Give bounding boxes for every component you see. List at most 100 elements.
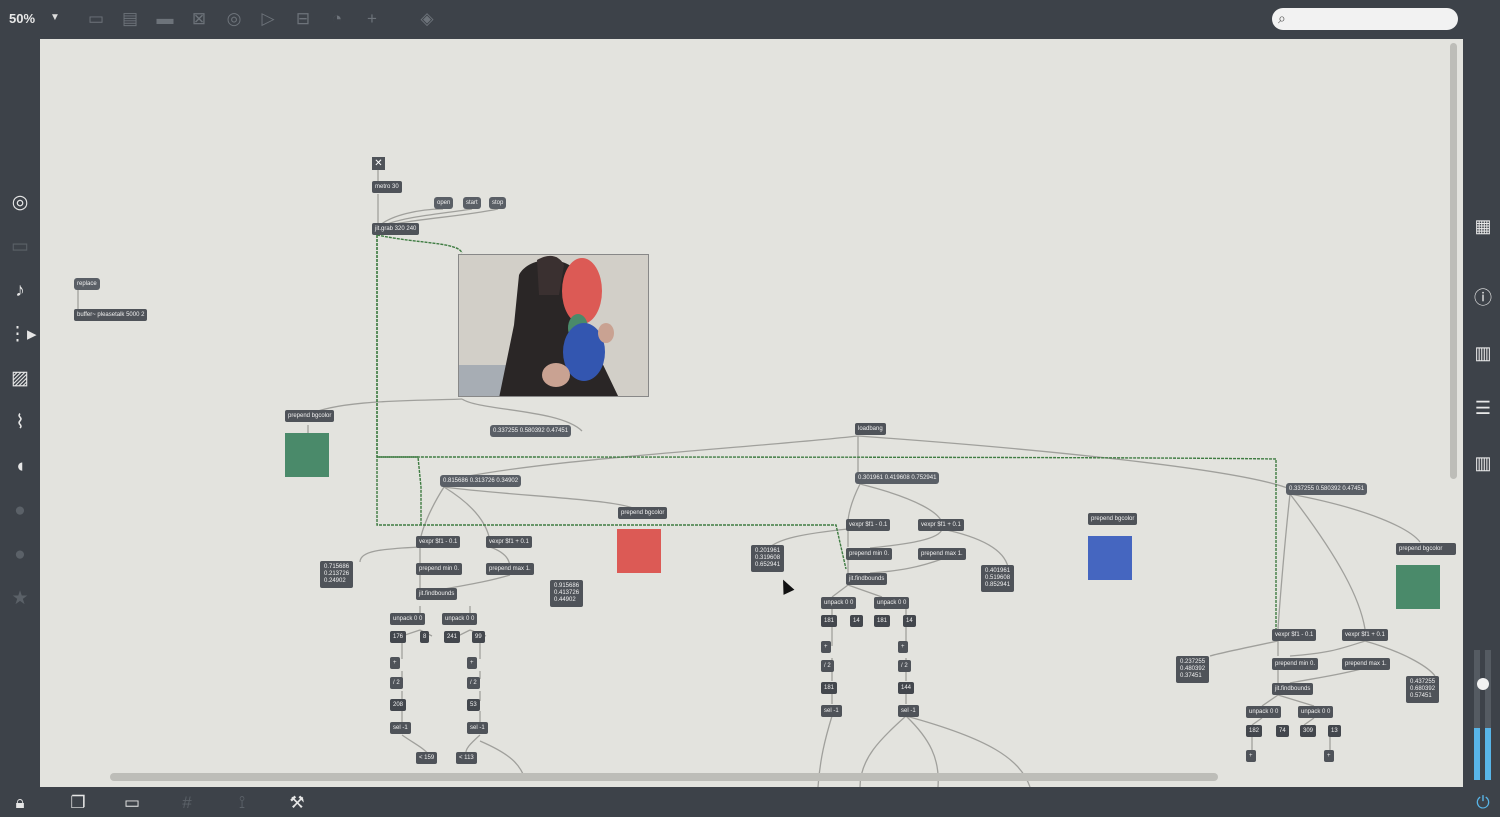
grid-icon[interactable]: #	[182, 793, 192, 812]
vexpr-minus-object[interactable]: vexpr $f1 - 0.1	[416, 536, 461, 548]
vexpr-plus-object[interactable]: vexpr $f1 + 0.1	[1342, 629, 1388, 641]
zoom-level[interactable]: 50%	[9, 11, 36, 26]
number-box[interactable]: 14	[850, 615, 863, 627]
prepend-min-object[interactable]: prepend min 0.	[416, 563, 463, 575]
sel-object[interactable]: sel -1	[390, 722, 411, 734]
list-icon[interactable]: ☰	[1474, 398, 1492, 418]
output-message[interactable]: 0.915686 0.413726 0.44902	[550, 580, 584, 607]
vexpr-plus-object[interactable]: vexpr $f1 + 0.1	[486, 536, 532, 548]
horizontal-scrollbar[interactable]	[110, 773, 1218, 781]
prepend-max-object[interactable]: prepend max 1.	[1342, 658, 1390, 670]
unpack-object[interactable]: unpack 0 0	[1246, 706, 1282, 718]
divide-object[interactable]: / 2	[898, 660, 911, 672]
prepend-bgcolor-object[interactable]: prepend bgcolor	[285, 410, 335, 422]
color-message[interactable]: 0.815686 0.313726 0.34902	[440, 475, 522, 487]
blue-panel[interactable]	[1088, 536, 1132, 580]
start-message[interactable]: start	[463, 197, 481, 209]
output-message[interactable]: 0.401961 0.519608 0.852941	[981, 565, 1015, 592]
number-box[interactable]: 53	[467, 699, 480, 711]
color-message[interactable]: 0.337255 0.580392 0.47451	[490, 425, 572, 437]
star-icon[interactable]: ★	[11, 588, 29, 609]
red-panel[interactable]	[617, 529, 661, 573]
target-icon[interactable]: ◎	[11, 192, 29, 213]
new-object-icon[interactable]: ▭	[87, 9, 105, 28]
audio-level-meter[interactable]	[1473, 650, 1493, 780]
play-icon[interactable]: ▷	[261, 9, 275, 28]
compare-object[interactable]: < 159	[416, 752, 438, 764]
unpack-object[interactable]: unpack 0 0	[442, 613, 478, 625]
vexpr-minus-object[interactable]: vexpr $f1 - 0.1	[1272, 629, 1317, 641]
prepend-max-object[interactable]: prepend max 1.	[918, 548, 966, 560]
image-icon[interactable]: ▨	[11, 368, 29, 389]
sel-object[interactable]: sel -1	[467, 722, 488, 734]
replace-message[interactable]: replace	[74, 278, 100, 290]
windows-icon[interactable]: ❐	[70, 793, 86, 812]
paint-bucket-icon[interactable]: ◈	[420, 9, 434, 28]
slider-icon[interactable]: ⊟	[295, 9, 311, 28]
add-icon[interactable]: +	[367, 9, 377, 28]
search-input[interactable]: ⌕	[1272, 8, 1458, 30]
toggle-icon[interactable]: ⊠	[191, 9, 207, 28]
toggle-box[interactable]: ✕	[372, 157, 385, 170]
add-connection-icon[interactable]: ⟟	[238, 793, 246, 812]
number-box[interactable]: 208	[390, 699, 407, 711]
dial-icon[interactable]: ◔	[331, 9, 343, 28]
unpack-object[interactable]: unpack 0 0	[390, 613, 426, 625]
sel-object[interactable]: sel -1	[821, 705, 842, 717]
findbounds-object[interactable]: jit.findbounds	[416, 588, 458, 600]
unpack-object[interactable]: unpack 0 0	[821, 597, 857, 609]
number-box[interactable]: 14	[903, 615, 916, 627]
divide-object[interactable]: / 2	[821, 660, 834, 672]
output-message[interactable]: 0.715686 0.213726 0.24902	[320, 561, 354, 588]
book-icon[interactable]: ▥	[1474, 343, 1492, 363]
plus-object[interactable]: +	[1324, 750, 1334, 762]
stop-message[interactable]: stop	[489, 197, 507, 209]
wrench-icon[interactable]: ⚒	[289, 793, 305, 812]
metro-object[interactable]: metro 30	[372, 181, 402, 193]
plus-object[interactable]: +	[390, 657, 400, 669]
unpack-object[interactable]: unpack 0 0	[1298, 706, 1334, 718]
number-box[interactable]: 176	[390, 631, 407, 643]
buffer-object[interactable]: buffer~ pleasetalk 5000 2	[74, 309, 148, 321]
loadbang-object[interactable]: loadbang	[855, 423, 886, 435]
presentation-icon[interactable]: ▭	[123, 793, 141, 812]
lock-icon[interactable]: 🔒︎	[15, 793, 25, 812]
prepend-bgcolor-object[interactable]: prepend bgcolor	[618, 507, 668, 519]
compare-object[interactable]: < 113	[456, 752, 477, 764]
number-box[interactable]: 181	[821, 615, 838, 627]
volume-knob[interactable]	[1477, 678, 1489, 690]
paperclip-icon[interactable]: ⌇	[15, 412, 25, 433]
green-panel[interactable]	[1396, 565, 1440, 609]
reference-icon[interactable]: ▥	[1474, 453, 1492, 473]
number-box[interactable]: 8	[420, 631, 430, 643]
prepend-bgcolor-object[interactable]: prepend bgcolor	[1396, 543, 1456, 555]
music-note-icon[interactable]: ♪	[15, 280, 25, 301]
button-icon[interactable]: ◎	[226, 9, 242, 28]
number-box[interactable]: 241	[444, 631, 461, 643]
vertical-scrollbar[interactable]	[1450, 43, 1457, 479]
color-message[interactable]: 0.301961 0.419608 0.752941	[855, 472, 940, 484]
plug-icon[interactable]: ◖	[14, 456, 26, 477]
number-box[interactable]: 181	[821, 682, 838, 694]
number-box[interactable]: 144	[898, 682, 915, 694]
vexpr-minus-object[interactable]: vexpr $f1 - 0.1	[846, 519, 891, 531]
prepend-min-object[interactable]: prepend min 0.	[1272, 658, 1319, 670]
number-box[interactable]: 99	[472, 631, 485, 643]
number-box[interactable]: 74	[1276, 725, 1289, 737]
output-message[interactable]: 0.201961 0.319608 0.652941	[751, 545, 785, 572]
number-box[interactable]: 309	[1300, 725, 1317, 737]
sel-object[interactable]: sel -1	[898, 705, 919, 717]
unpack-object[interactable]: unpack 0 0	[874, 597, 910, 609]
prepend-max-object[interactable]: prepend max 1.	[486, 563, 534, 575]
number-box[interactable]: 181	[874, 615, 891, 627]
vexpr-plus-object[interactable]: vexpr $f1 + 0.1	[918, 519, 964, 531]
power-icon[interactable]: ⏻	[1476, 793, 1490, 812]
plus-object[interactable]: +	[821, 641, 831, 653]
number-box[interactable]: 182	[1246, 725, 1263, 737]
jit-grab-object[interactable]: jit.grab 320 240	[372, 223, 420, 235]
output-message[interactable]: 0.237255 0.480392 0.37451	[1176, 656, 1210, 683]
patcher-canvas[interactable]: ✕ metro 30 open start stop jit.grab 320 …	[40, 39, 1463, 787]
playlist-icon[interactable]: ⋮▸	[8, 324, 37, 345]
info-icon[interactable]: ⓘ	[1474, 288, 1492, 308]
number-box[interactable]: 13	[1328, 725, 1341, 737]
